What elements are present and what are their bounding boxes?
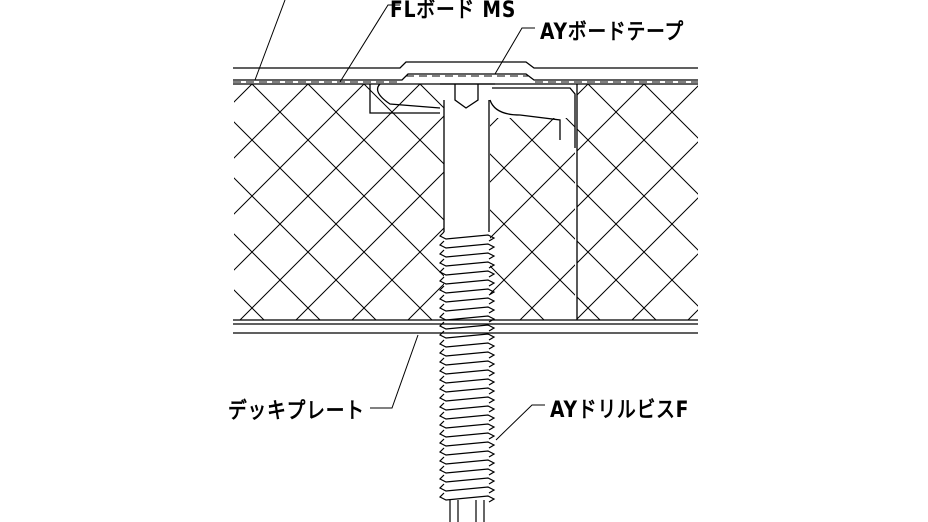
screw-threads (438, 231, 496, 522)
screw-head (440, 83, 495, 109)
thread-turn (438, 438, 496, 449)
thread-turn (438, 411, 496, 422)
thread-turn (438, 393, 496, 404)
thread-turn (438, 465, 496, 476)
thread-turn (438, 249, 496, 260)
insulation-left (234, 84, 444, 320)
insulation-mid (490, 118, 575, 320)
thread-turn (438, 375, 496, 386)
thread-turn (438, 474, 496, 485)
thread-turn (438, 357, 496, 368)
thread-turn (438, 258, 496, 269)
thread-turn (438, 366, 496, 377)
leader-deck-plate (370, 334, 419, 409)
screw-shank (443, 100, 490, 232)
thread-turn (438, 276, 496, 287)
thread-turn (438, 303, 496, 314)
thread-turn (438, 447, 496, 458)
label-fl-board: FLボード MS (390, 0, 517, 23)
clip-right (489, 87, 576, 148)
thread-turn (438, 267, 496, 278)
leader-fl-board (254, 0, 400, 83)
deck-plate (233, 319, 698, 334)
thread-turn (438, 429, 496, 440)
thread-turn (438, 294, 496, 305)
thread-turn (438, 285, 496, 296)
thread-turn (438, 456, 496, 467)
top-board (233, 61, 698, 69)
drill-tip (449, 500, 485, 522)
label-deck-plate: デッキプレート (228, 399, 365, 424)
thread-turn (438, 492, 496, 503)
insulation-right (577, 84, 698, 320)
thread-turn (438, 321, 496, 332)
thread-turn (438, 402, 496, 413)
thread-turn (438, 312, 496, 323)
thread-turn (438, 348, 496, 359)
thread-turn (438, 420, 496, 431)
thread-turn (438, 339, 496, 350)
thread-turn (438, 330, 496, 341)
thread-turn (438, 240, 496, 251)
leader-board-tape (494, 27, 535, 75)
thread-turn (438, 483, 496, 494)
leader-drill-screw (495, 404, 545, 441)
thread-turn (438, 231, 496, 242)
label-board-tape: AYボードテープ (540, 20, 685, 45)
thread-turn (438, 384, 496, 395)
label-drill-screw: AYドリルビスF (550, 398, 690, 423)
